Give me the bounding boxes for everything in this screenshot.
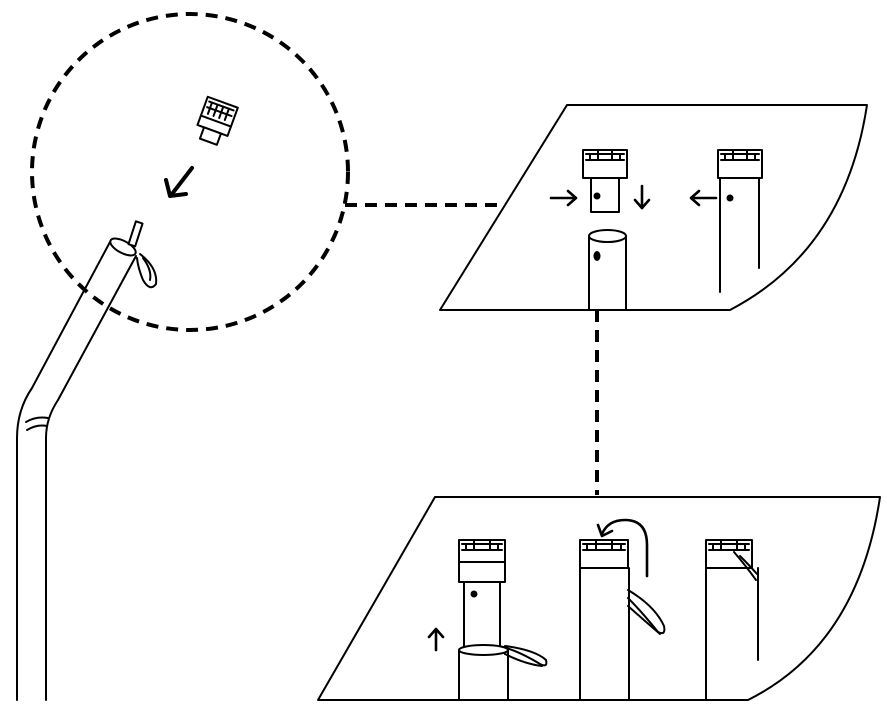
bent-pole — [16, 220, 144, 701]
strap-loop-b — [627, 589, 666, 635]
pole-strap-loop — [136, 253, 158, 289]
pole-tip-cap — [196, 95, 239, 146]
insert-arrow — [164, 166, 194, 198]
detail-circle — [30, 12, 350, 332]
arrow-up — [427, 627, 445, 652]
arrow-right — [549, 189, 578, 207]
cap-on-pole-a — [458, 539, 509, 700]
cap-assembled — [717, 149, 763, 293]
upper-panel — [439, 104, 868, 311]
arrow-down — [633, 184, 651, 210]
cap-on-pole-c — [705, 539, 759, 701]
curved-arrow — [596, 518, 649, 578]
pole-segment-upper — [588, 229, 627, 310]
arrow-left — [689, 189, 718, 207]
strap-loop-a — [504, 645, 548, 667]
cap-separated — [582, 149, 628, 213]
